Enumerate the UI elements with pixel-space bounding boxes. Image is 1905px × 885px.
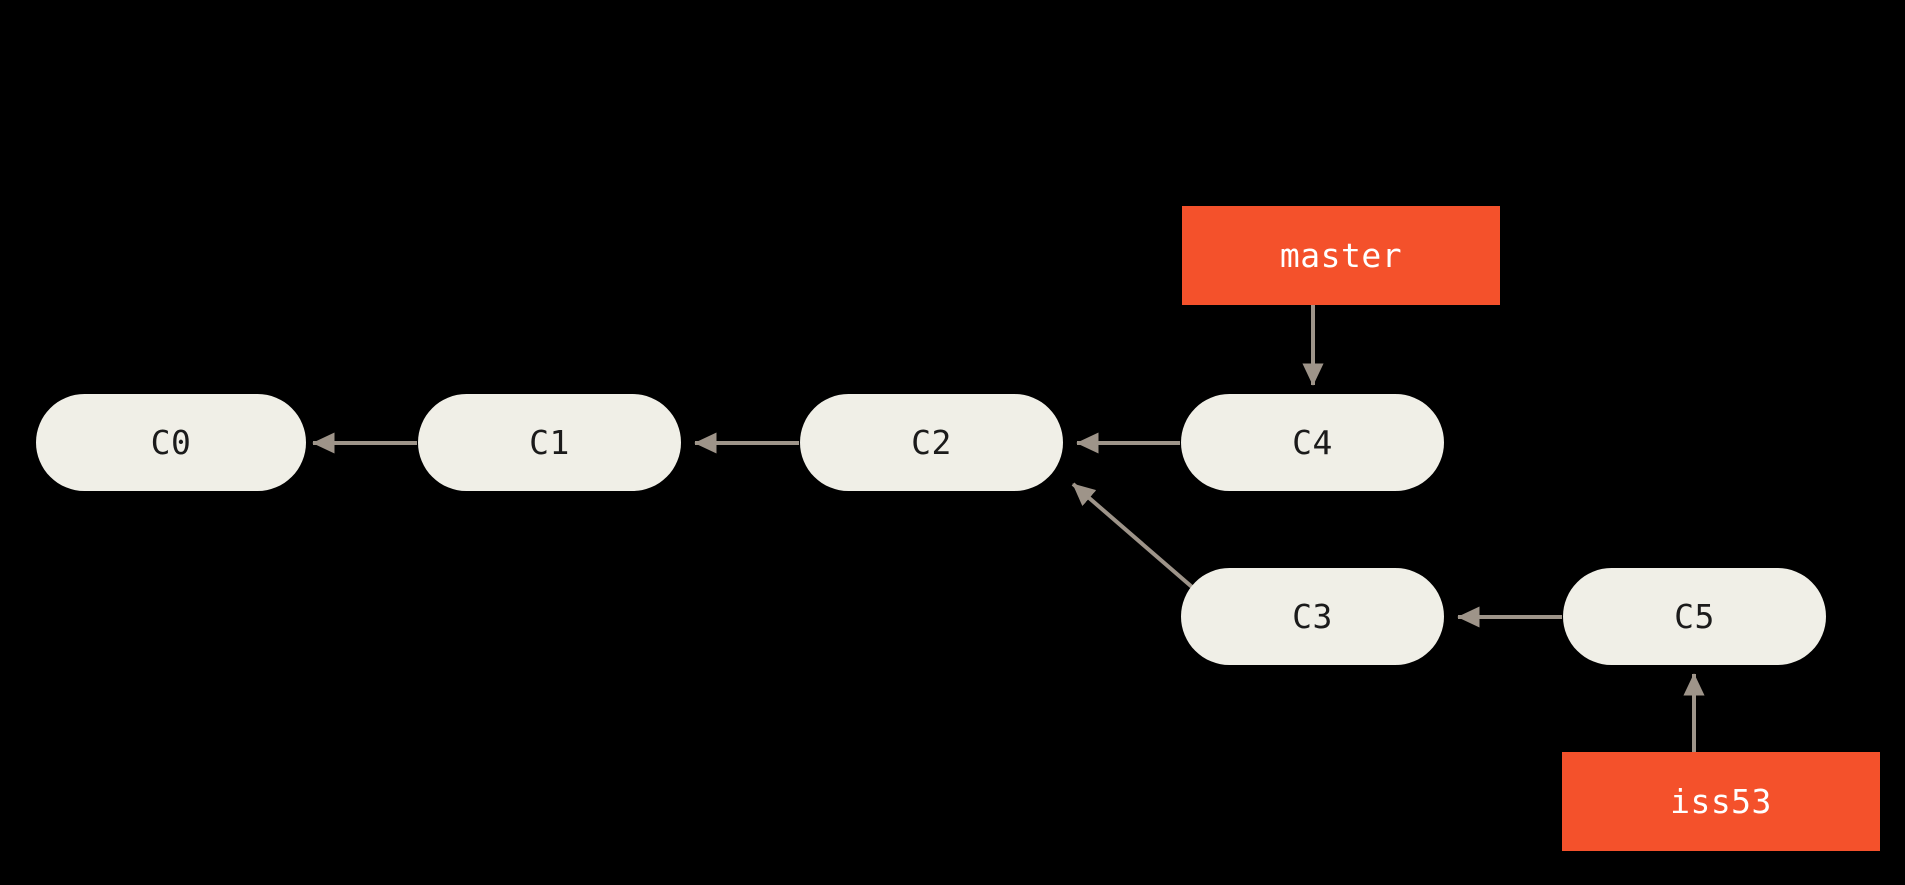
- commit-node-c5[interactable]: C5: [1563, 568, 1826, 665]
- branch-label-master: master: [1279, 236, 1403, 275]
- commit-label-c5: C5: [1674, 597, 1715, 636]
- commit-node-c1[interactable]: C1: [418, 394, 681, 491]
- edge-c3-to-c2: [1071, 482, 1194, 589]
- branch-node-master[interactable]: master: [1182, 206, 1500, 305]
- commit-label-c4: C4: [1292, 423, 1333, 462]
- commit-node-c4[interactable]: C4: [1181, 394, 1444, 491]
- commit-label-c2: C2: [911, 423, 952, 462]
- commit-node-c2[interactable]: C2: [800, 394, 1063, 491]
- commit-label-c1: C1: [529, 423, 570, 462]
- commit-node-c0[interactable]: C0: [36, 394, 306, 491]
- commit-node-c3[interactable]: C3: [1181, 568, 1444, 665]
- branch-label-iss53: iss53: [1670, 782, 1772, 821]
- commit-label-c0: C0: [150, 423, 192, 462]
- commit-label-c3: C3: [1292, 597, 1333, 636]
- branch-node-iss53[interactable]: iss53: [1562, 752, 1880, 851]
